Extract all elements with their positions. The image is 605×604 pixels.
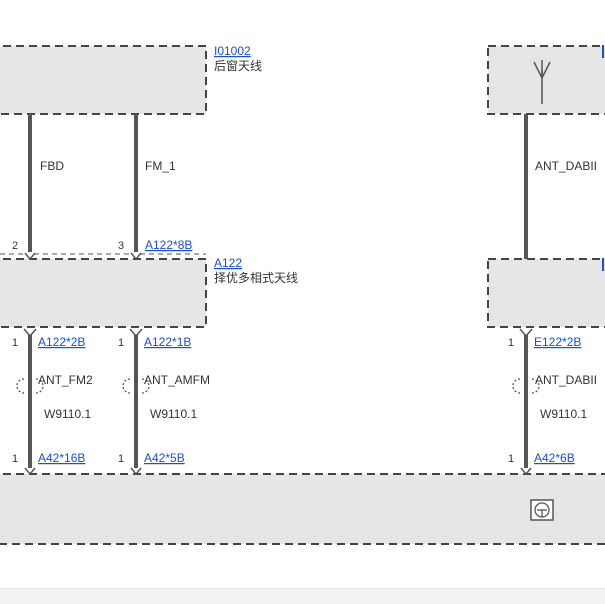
connector-fork xyxy=(519,328,533,338)
receiver-module-box[interactable] xyxy=(0,473,605,545)
rear-window-antenna-code[interactable]: I01002 xyxy=(214,44,251,58)
connector-a42-16b[interactable]: A42*16B xyxy=(38,451,85,465)
wire-label-fm1: FM_1 xyxy=(145,159,176,173)
diversity-antenna-box[interactable] xyxy=(0,258,207,328)
wiring-diagram: I01002 后窗天线 A122 择优多相式天线 FBD FM_1 ANT_DA… xyxy=(0,44,605,545)
pin-number: 1 xyxy=(118,337,124,349)
wire-label-ant-dab-top: ANT_DABII xyxy=(535,159,597,173)
rear-window-antenna-box[interactable] xyxy=(0,45,207,115)
diversity-antenna-name: 择优多相式天线 xyxy=(214,271,298,285)
connector-fork xyxy=(129,328,143,338)
connector-arrow xyxy=(24,467,36,476)
wire-label-ant-amfm: ANT_AMFM xyxy=(144,373,210,387)
ground-symbol-icon xyxy=(530,499,554,521)
connector-a122-2b[interactable]: A122*2B xyxy=(38,335,85,349)
cable-label: W9110.1 xyxy=(150,407,197,421)
connector-fork xyxy=(23,328,37,338)
pin-number: 1 xyxy=(118,453,124,465)
connector-a42-6b[interactable]: A42*6B xyxy=(534,451,575,465)
pin-number: 3 xyxy=(118,240,124,252)
pin-number: 1 xyxy=(12,337,18,349)
diversity-antenna-code[interactable]: A122 xyxy=(214,256,242,270)
wire-label-fbd: FBD xyxy=(40,159,64,173)
connector-a42-5b[interactable]: A42*5B xyxy=(144,451,185,465)
cable-label: W9110.1 xyxy=(44,407,91,421)
cable-label: W9110.1 xyxy=(540,407,587,421)
dab-antenna-box[interactable] xyxy=(487,45,605,115)
connector-a122-1b[interactable]: A122*1B xyxy=(144,335,191,349)
rear-window-antenna-name: 后窗天线 xyxy=(214,59,262,73)
bottom-scroll-strip[interactable] xyxy=(0,588,605,604)
wire-label-ant-dab-bottom: ANT_DABII xyxy=(535,373,597,387)
pin-number: 1 xyxy=(508,337,514,349)
connector-e122-2b[interactable]: E122*2B xyxy=(534,335,581,349)
connector-arrow xyxy=(130,467,142,476)
pin-number: 2 xyxy=(12,240,18,252)
connector-arrow xyxy=(130,252,142,261)
connector-a122-8b[interactable]: A122*8B xyxy=(145,238,192,252)
pin-number: 1 xyxy=(508,453,514,465)
dab-module-box[interactable] xyxy=(487,258,605,328)
connector-arrow xyxy=(24,252,36,261)
pin-number: 1 xyxy=(12,453,18,465)
connector-arrow xyxy=(520,467,532,476)
antenna-symbol-icon xyxy=(533,60,551,104)
wire-label-ant-fm2: ANT_FM2 xyxy=(38,373,93,387)
